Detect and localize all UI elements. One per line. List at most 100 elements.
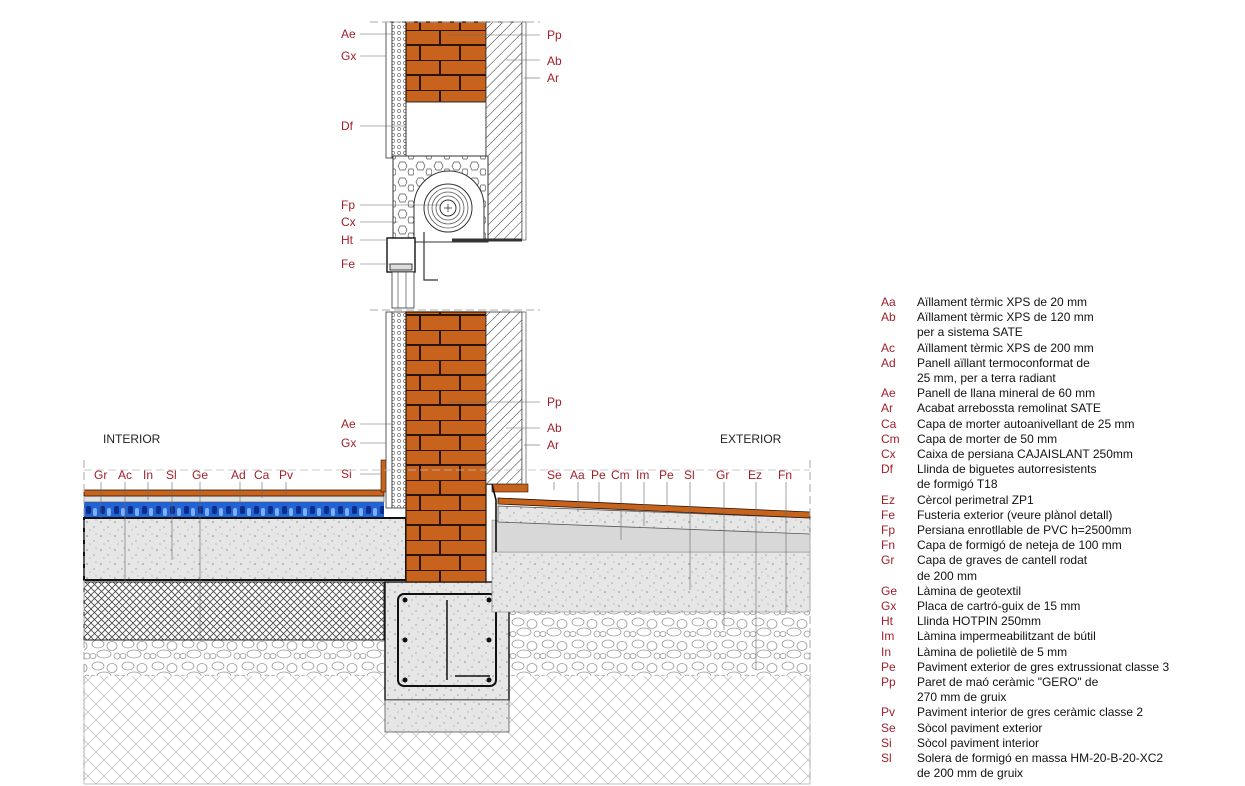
label-floor-ad: Ad [231,468,246,482]
legend-code: Sl [881,751,892,766]
legend-code: Aa [881,295,896,309]
label-gx-upper: Gx [341,49,356,63]
plasterboard-upper [385,21,393,159]
legend-text: Capa de morter autoanivellant de 25 mm [917,416,1135,431]
legend-code: Pe [881,659,896,674]
legend-text: 25 mm, per a terra radiant [917,371,1056,386]
sate-insulation-upper [485,21,523,241]
legend-code [881,569,917,584]
legend-text: Sòcol paviment exterior [917,720,1043,735]
legend-row: de 200 mm de gruix [881,766,1241,781]
exterior-zone-label: EXTERIOR [720,432,782,446]
legend-row: Si Sòcol paviment interior [881,736,1241,751]
legend-row: 270 mm de gruix [881,690,1241,705]
legend-code [881,690,917,705]
legend-code: Df [881,462,893,477]
legend-text: Acabat arrebossta remolinat SATE [917,401,1101,416]
brick-wall-lower [405,311,487,583]
lintel-joists [405,101,487,157]
legend-code: Se [881,720,896,735]
legend-text: Làmina de geotextil [917,583,1022,598]
legend-text: Paviment interior de gres ceràmic classe… [917,705,1144,720]
legend-code: Ab [881,310,896,325]
legend-row: Df Llinda de biguetes autorresistents [881,462,1241,477]
legend-row: Ez Cèrcol perimetral ZP1 [881,493,1241,508]
label-floor-gr: Gr [94,468,107,482]
legend-code [881,766,917,781]
legend-text: Làmina impermeabilitzant de bútil [917,629,1096,644]
legend-text: Solera de formigó en massa HM-20-B-20-XC… [917,751,1164,766]
legend-text: Cèrcol perimetral ZP1 [917,492,1034,507]
legend-code: Si [881,735,892,750]
legend-code: Gr [881,553,895,568]
label-ext-sl: Sl [684,468,695,482]
legend-code [881,477,917,492]
shutter-roll [423,183,473,233]
label-ext-pe: Pe [591,468,606,482]
shutter-guide [423,232,438,281]
legend-text: Capa de morter de 50 mm [917,431,1058,446]
legend-row: Ge Làmina de geotextil [881,584,1241,599]
legend-code: Ar [881,401,893,416]
label-ae-mid: Ae [341,417,356,431]
exterior-skirting [491,483,529,493]
legend-code: In [881,644,892,659]
label-ar-upper: Ar [547,71,559,85]
legend-row: Ac Aïllament tèrmic XPS de 200 mm [881,341,1241,356]
legend-text: Fusteria exterior (veure plànol detall) [917,507,1113,522]
label-fe: Fe [341,257,355,271]
insulation-xps-ac [83,581,385,641]
legend-code: Ge [881,583,898,598]
legend-row: Pe Paviment exterior de gres extrussionat… [881,660,1241,675]
gravel-layer-right [508,612,810,676]
label-ext-pe2: Pe [659,468,674,482]
render-lower [521,311,527,485]
legend-code: Ac [881,340,896,355]
label-floor-ge: Ge [192,468,208,482]
legend-row: In Làmina de polietilè de 5 mm [881,645,1241,660]
legend-text: Llinda de biguetes autorresistents [917,462,1097,477]
label-fp: Fp [341,198,355,212]
legend-row: de formigó T18 [881,477,1241,492]
legend-code: Ht [881,614,893,629]
legend-row: per a sistema SATE [881,325,1241,340]
label-floor-sl: Sl [166,468,177,482]
exterior-tile-floor [497,497,811,519]
label-df: Df [341,119,354,133]
legend-text: Làmina de polietilè de 5 mm [917,644,1068,659]
legend-text: Aïllament tèrmic XPS de 20 mm [917,295,1088,309]
concrete-slab-exterior [491,551,811,613]
legend-text: Paviment exterior de gres extrussionat c… [917,659,1170,674]
legend-code: Ez [881,492,896,507]
legend-row: 25 mm, per a terra radiant [881,371,1241,386]
brick-wall-upper [405,21,487,103]
legend-text: Aïllament tèrmic XPS de 200 mm [917,340,1094,355]
legend-text: Panell de llana mineral de 60 mm [917,386,1096,401]
label-floor-ca: Ca [254,468,270,482]
legend-row: Ar Acabat arrebossta remolinat SATE [881,401,1241,416]
legend-text: Placa de cartró-guix de 15 mm [917,599,1081,614]
legend-row: de 200 mm [881,569,1241,584]
label-ab-mid: Ab [547,421,562,435]
legend-text: Sòcol paviment interior [917,735,1040,750]
label-floor-ac: Ac [118,468,132,482]
legend-code: Im [881,629,895,644]
legend-code: Pv [881,705,896,720]
label-ext-ez: Ez [748,468,762,482]
label-ext-cm: Cm [611,468,630,482]
construction-section-drawing: INTERIOR EXTERIOR Ae Gx Df Fp Cx Ht Fe P… [83,21,811,785]
label-pp-upper: Pp [547,28,562,42]
interior-tile-floor [83,489,385,497]
label-ext-fn: Fn [778,468,792,482]
legend-text: Paret de maó ceràmic "GERO" de [917,675,1099,690]
legend-text: Capa de graves de cantell rodat [917,553,1088,568]
label-gx-mid: Gx [341,436,356,450]
radiant-floor-panel [84,502,384,517]
mineral-wool-lower [391,311,407,509]
